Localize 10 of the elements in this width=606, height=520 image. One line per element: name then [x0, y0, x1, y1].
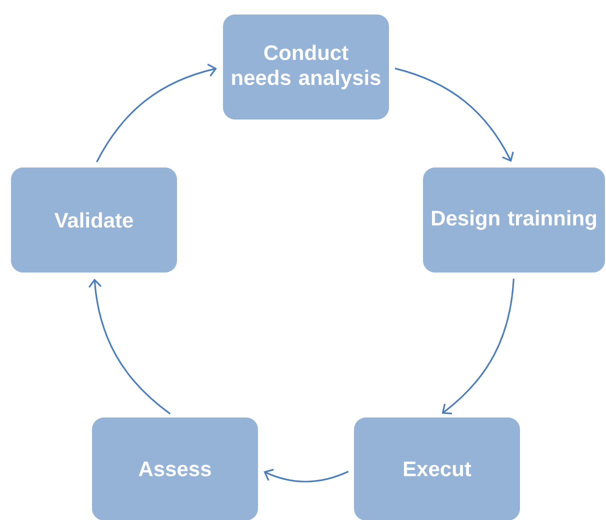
process-box: Assess: [92, 418, 258, 520]
arrow: [96, 64, 217, 162]
arrow: [394, 68, 514, 162]
arrow: [88, 278, 171, 414]
process-box: Design trainning: [423, 168, 605, 272]
process-box: Execut: [354, 418, 520, 520]
arrow: [264, 468, 349, 482]
process-box: Conduct needs analysis: [223, 14, 389, 120]
process-box: Validate: [11, 168, 177, 272]
arrow: [442, 278, 514, 414]
